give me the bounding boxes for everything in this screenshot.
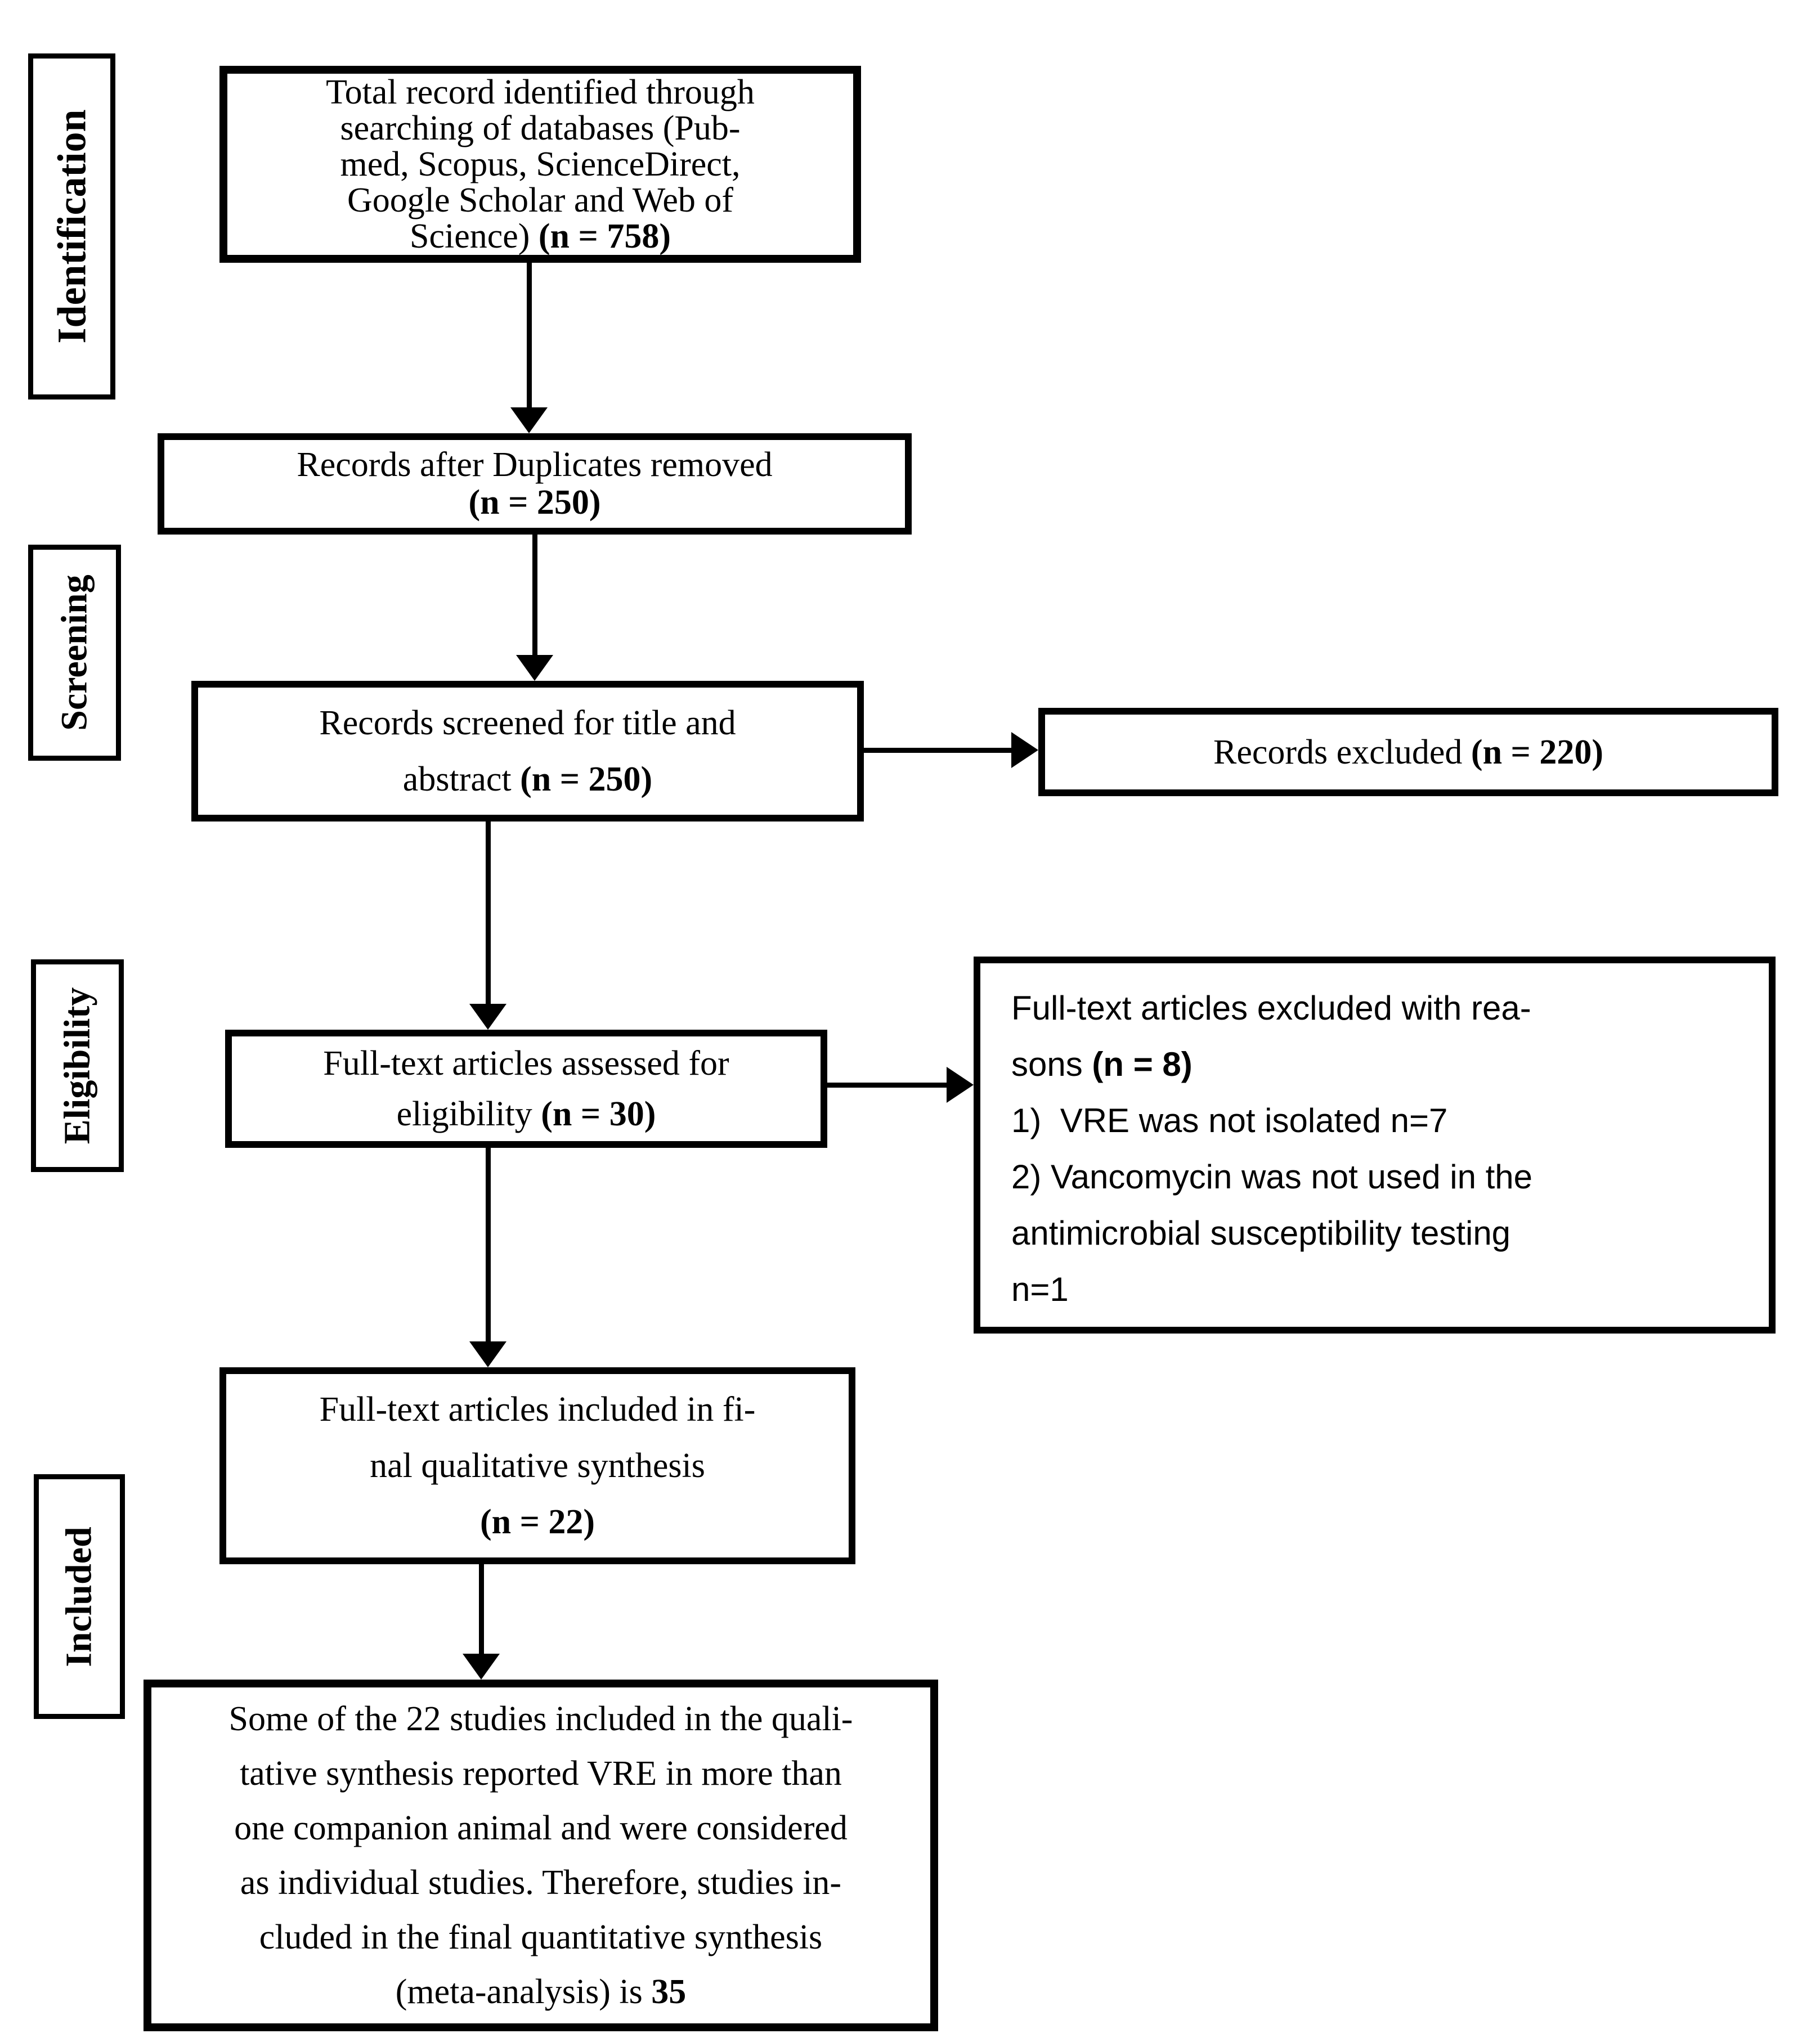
arrow-duplicates-to-screened-head (516, 655, 553, 681)
arrow-screened-to-assessed-head (469, 1004, 506, 1030)
box-text-line: Science) (n = 758) (409, 217, 671, 255)
box-text-line: (meta-analysis) is 35 (395, 1972, 687, 2011)
box-text-line: Google Scholar and Web of (347, 181, 734, 219)
box-quantitative-synthesis: Some of the 22 studies included in the q… (144, 1680, 938, 2031)
arrow-identified-to-duplicates-stem (527, 259, 532, 407)
arrow-assessed-to-reasons-stem (827, 1083, 947, 1088)
box-text-line: Records after Duplicates removed (297, 446, 773, 484)
arrow-identified-to-duplicates-head (510, 407, 548, 433)
box-text-line: (n = 22) (479, 1503, 595, 1541)
box-text-line: cluded in the final quantitative synthes… (259, 1918, 823, 1956)
box-duplicates-removed: Records after Duplicates removed(n = 250… (158, 433, 912, 535)
box-text-line: antimicrobial susceptibility testing (1011, 1214, 1511, 1252)
arrow-qualitative-to-quantitative-stem (479, 1564, 484, 1654)
arrow-qualitative-to-quantitative-head (463, 1654, 500, 1680)
box-records-screened: Records screened for title and abstract (… (191, 681, 864, 822)
stage-label-identification: Identification (49, 109, 95, 344)
box-text-line: Records screened for title and (319, 704, 736, 742)
stage-label-screening: Screening (53, 574, 95, 731)
arrow-screened-to-excluded-stem (864, 748, 1011, 753)
box-text-line: Full-text articles excluded with rea- (1011, 989, 1531, 1027)
arrow-assessed-to-reasons-head (947, 1067, 974, 1103)
box-text-line: n=1 (1011, 1271, 1069, 1308)
box-text-line: (n = 250) (468, 483, 601, 522)
arrow-duplicates-to-screened-stem (532, 535, 537, 655)
box-text-line: searching of databases (Pub- (340, 109, 741, 147)
box-text-line: 1) VRE was not isolated n=7 (1011, 1102, 1448, 1139)
stage-box-identification: Identification (28, 53, 115, 399)
arrow-screened-to-assessed-stem (486, 822, 491, 1004)
box-text-line: as individual studies. Therefore, studie… (240, 1863, 842, 1902)
box-text-line: eligibility (n = 30) (396, 1095, 656, 1133)
stage-box-eligibility: Eligibility (31, 959, 124, 1172)
box-text-line: Some of the 22 studies included in the q… (228, 1699, 853, 1738)
stage-box-included: Included (34, 1474, 125, 1719)
arrow-assessed-to-qualitative-stem (486, 1148, 491, 1341)
box-qualitative-synthesis: Full-text articles included in fi-nal qu… (219, 1367, 855, 1564)
box-text-line: abstract (n = 250) (402, 760, 653, 798)
box-fulltext-assessed: Full-text articles assessed for eligibili… (225, 1030, 827, 1148)
box-text-line: Total record identified through (326, 73, 755, 111)
box-text-line: sons (n = 8) (1011, 1045, 1193, 1083)
box-text-line: Full-text articles assessed for (323, 1044, 729, 1083)
box-records-excluded: Records excluded (n = 220) (1038, 708, 1778, 796)
box-text-line: Full-text articles included in fi- (319, 1390, 756, 1429)
arrow-screened-to-excluded-head (1011, 732, 1038, 768)
box-text-line: med, Scopus, ScienceDirect, (340, 145, 741, 183)
box-text-line: 2) Vancomycin was not used in the (1011, 1158, 1533, 1196)
box-text-line: nal qualitative synthesis (370, 1447, 705, 1485)
stage-label-eligibility: Eligibility (56, 987, 98, 1144)
box-text-line: one companion animal and were considered (234, 1808, 848, 1847)
stage-label-included: Included (59, 1526, 100, 1667)
arrow-assessed-to-qualitative-head (469, 1341, 506, 1367)
box-fulltext-excluded-reasons: Full-text articles excluded with rea-son… (974, 957, 1776, 1334)
box-text-line: tative synthesis reported VRE in more th… (240, 1754, 842, 1793)
stage-box-screening: Screening (28, 545, 121, 761)
box-text-line: Records excluded (n = 220) (1213, 733, 1604, 771)
